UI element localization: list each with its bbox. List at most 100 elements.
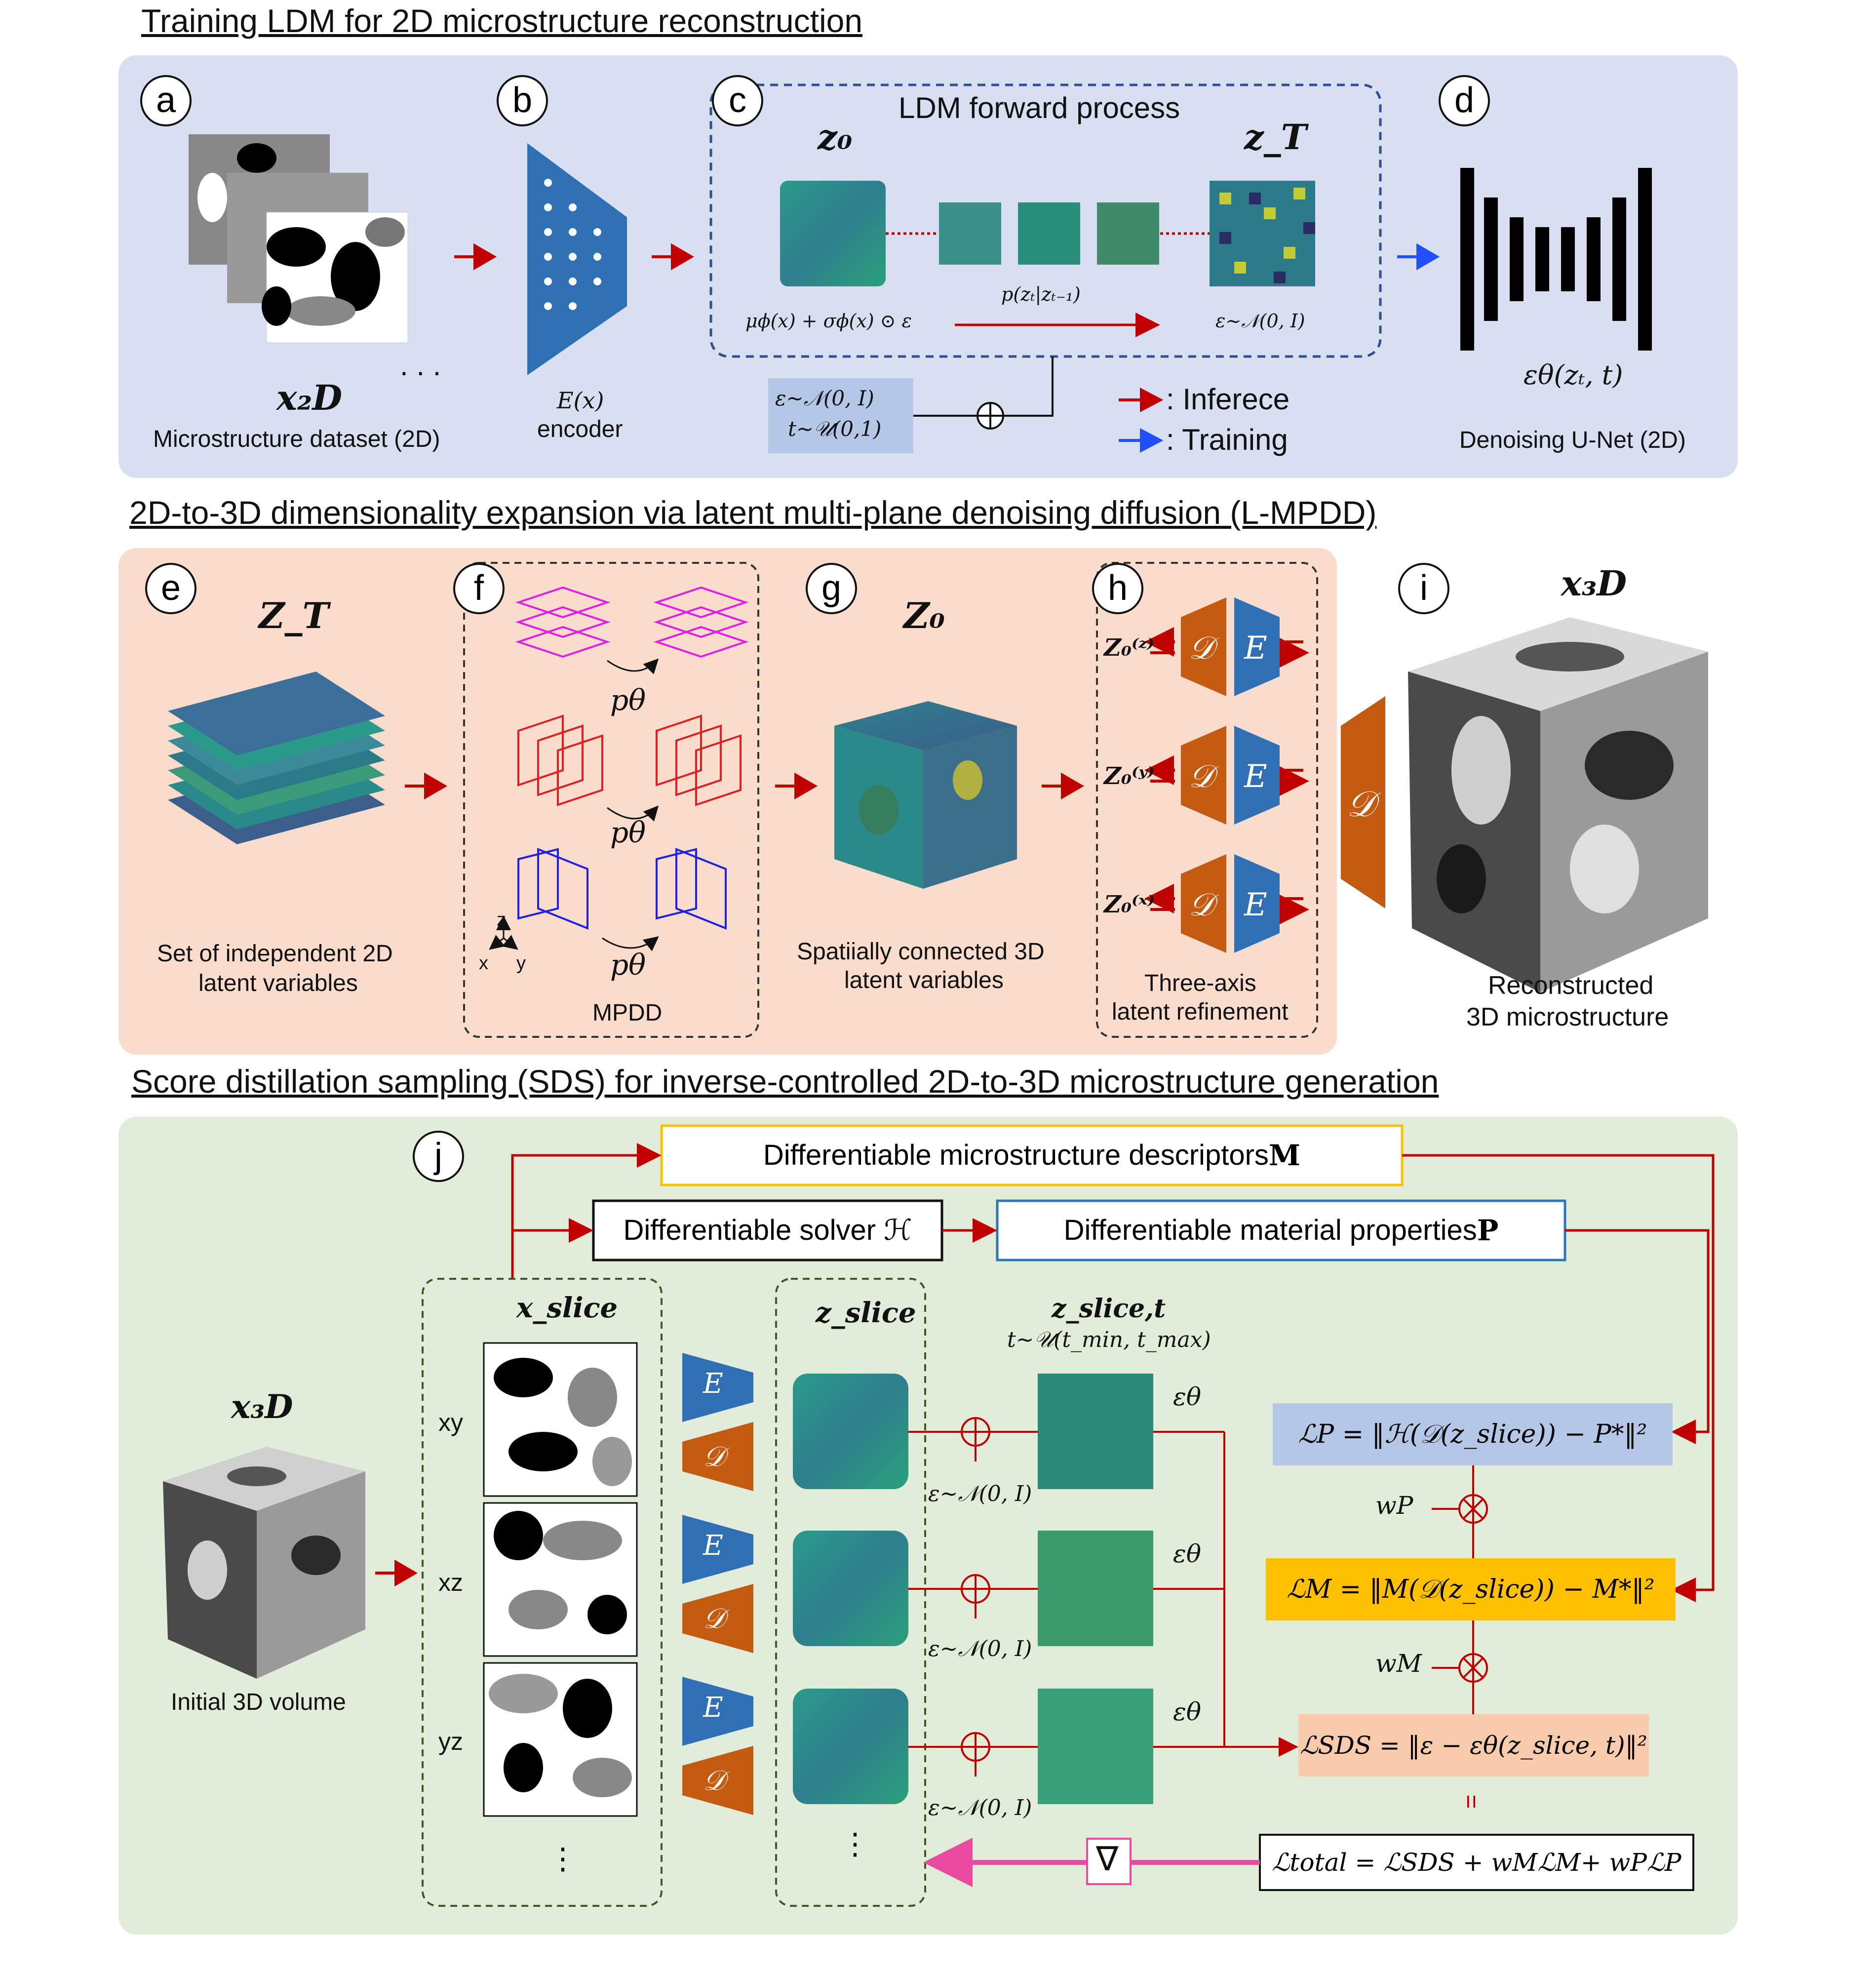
latent-stack-e (168, 671, 385, 844)
ZT-label: Z_T (259, 594, 329, 636)
panel-label-d: d (1439, 75, 1490, 126)
dataset-images (189, 134, 408, 343)
spatial-label-2: latent variables (844, 967, 1004, 993)
axis-y-label: y (516, 953, 526, 974)
encoder-math: E(x) (557, 387, 604, 414)
transition-label: p(zₜ|zₜ₋₁) (1001, 283, 1081, 305)
LM-box (1266, 1558, 1676, 1620)
LP-label: ℒP = ‖ℋ(𝒟(z_slice)) − P*‖² (1298, 1420, 1647, 1449)
dec-label-1: 𝒟 (703, 1441, 725, 1473)
Ltotal-box (1259, 1834, 1694, 1891)
encoder-trapezoid (527, 143, 627, 375)
refine-box (1096, 562, 1318, 1038)
xslice-label: x_slice (516, 1292, 618, 1324)
noise-t-label: t~𝒰(0,1) (788, 417, 882, 441)
z0z-label: Z₀⁽ᶻ⁾ (1104, 634, 1154, 662)
panel-label-g: g (806, 563, 857, 614)
enc-label-2: E (703, 1530, 723, 1562)
set-label-2: latent variables (198, 970, 358, 996)
decoder-x-label: 𝒟 (1189, 887, 1214, 923)
axis-z-label: z (497, 909, 506, 930)
axis-x-label: x (479, 953, 488, 974)
legend-red-arrow (1119, 388, 1164, 412)
panel-label-a: a (140, 75, 192, 126)
refine-arrows (1144, 627, 1309, 924)
mpdd-planes-y (517, 714, 742, 806)
zT-noise-dark (1219, 193, 1315, 283)
big-decoder-label: 𝒟 (1347, 783, 1375, 825)
zslice-t-1 (1038, 1374, 1153, 1489)
p-theta-3: pθ (610, 948, 646, 982)
panel-label-h: h (1092, 563, 1143, 614)
plane-xz-label: xz (438, 1569, 463, 1596)
set-label-1: Set of independent 2D (157, 941, 393, 967)
unet-label: Denoising U-Net (2D) (1459, 427, 1686, 453)
big-decoder (1341, 696, 1385, 908)
three-axis-2: latent refinement (1112, 999, 1289, 1025)
decoder-z-label: 𝒟 (1189, 630, 1214, 667)
legend-inference: : Inferece (1166, 383, 1290, 416)
noise-eps-label: ε~𝒩(0, I) (775, 386, 874, 410)
equals-sign: = (1457, 1794, 1485, 1809)
enc-label-1: E (703, 1368, 723, 1400)
plane-yz-label: yz (438, 1728, 463, 1755)
noise-box (768, 378, 913, 453)
arrow-a-b (454, 243, 497, 271)
slice-images (483, 1342, 638, 1817)
eps-theta-1: εθ (1173, 1382, 1201, 1411)
section-title-1: Training LDM for 2D microstructure recon… (141, 2, 863, 39)
initial-x3d-label: x₃D (231, 1387, 293, 1426)
zslice-3 (793, 1689, 908, 1804)
panel-label-b: b (497, 75, 548, 126)
Ltotal-label: ℒtotal = ℒSDS + wMℒM+ wPℒP (1272, 1848, 1681, 1877)
descriptors-label: Differentiable microstructure descriptor… (664, 1128, 1400, 1183)
zt-latent-1 (939, 202, 1001, 265)
decoder-y-label: 𝒟 (1189, 758, 1214, 795)
nabla-symbol: ∇ (1096, 1840, 1119, 1878)
reconstructed-cube (1408, 617, 1708, 992)
LSDS-label: ℒSDS = ‖ε − εθ(z_slice, t)‖² (1300, 1731, 1647, 1760)
legend-training: : Training (1166, 423, 1288, 456)
unet-bars (1460, 168, 1652, 351)
t-range-label: t~𝒰(t_min, t_max) (1007, 1327, 1211, 1352)
encoder-z-label: E (1244, 630, 1267, 667)
p-theta-2: pθ (610, 816, 646, 849)
recon-label-1: Reconstructed (1488, 971, 1654, 1000)
mpdd-label: MPDD (592, 1000, 663, 1026)
dec-label-2: 𝒟 (703, 1603, 725, 1635)
encoder-label: encoder (537, 416, 623, 442)
refine-row-z (1181, 597, 1280, 696)
slice-ellipsis: ⋮ (548, 1842, 578, 1875)
forward-process-box (709, 83, 1382, 358)
eps-normal-label: ε~𝒩(0, I) (1215, 310, 1305, 332)
refine-row-y (1181, 726, 1280, 825)
enc-label-3: E (703, 1692, 723, 1724)
LSDS-box (1298, 1714, 1649, 1776)
arrow-c-d (1397, 243, 1440, 271)
panel-label-i: i (1398, 563, 1449, 614)
panel-mid-bg (118, 548, 1337, 1055)
panel-label-f: f (453, 563, 505, 614)
zslice-t-3 (1038, 1689, 1153, 1804)
ellipsis-dots: . . . (400, 349, 441, 382)
wP-label: wP (1375, 1491, 1413, 1520)
wM-label: wM (1375, 1649, 1422, 1678)
latent-cube-g (834, 701, 1017, 889)
mpdd-planes-z (515, 586, 749, 658)
arrow-e-f (405, 772, 447, 800)
props-label: Differentiable material properties P (1000, 1203, 1563, 1258)
z0y-label: Z₀⁽ʸ⁾ (1104, 762, 1155, 790)
zslice-t-2 (1038, 1531, 1153, 1646)
arrow-b-c (652, 243, 694, 271)
three-axis-1: Three-axis (1144, 970, 1256, 996)
eps-theta-2: εθ (1173, 1539, 1201, 1568)
zslice-1 (793, 1374, 908, 1489)
zt-latent-3 (1097, 202, 1159, 265)
mpdd-planes-x (517, 848, 727, 930)
z0-label: z₀ (818, 117, 853, 158)
mu-sigma-label: μϕ(x) + σϕ(x) ⊙ ε (745, 310, 912, 332)
arrow-initial-slices (375, 1559, 418, 1587)
legend-blue-arrow (1119, 428, 1164, 453)
eps-lines (1153, 1431, 1298, 1757)
